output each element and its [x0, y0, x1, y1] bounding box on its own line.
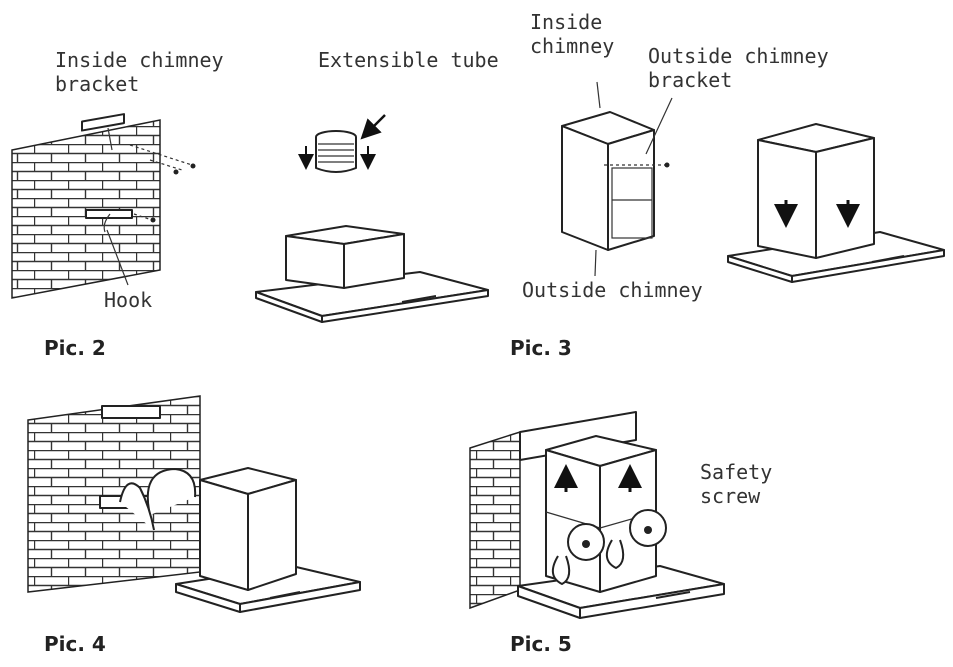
pic5-hood-with-chimney — [517, 435, 725, 619]
caption-pic3: Pic. 3 — [510, 336, 572, 360]
label-hook: Hook — [104, 288, 153, 312]
pic3-chimney-parts — [561, 81, 673, 277]
pic3-hood-with-chimney — [727, 123, 945, 283]
extensible-tube — [298, 114, 386, 173]
label-inside-chimney: Inside chimney — [530, 10, 615, 58]
label-safety-screw: Safety screw — [700, 460, 773, 508]
hook-icon — [85, 209, 156, 233]
pic5-wall — [469, 411, 637, 610]
caption-pic4: Pic. 4 — [44, 632, 106, 656]
caption-pic2: Pic. 2 — [44, 336, 106, 360]
label-outside-chimney-bracket: Outside chimney bracket — [648, 44, 829, 92]
pic4-hood — [175, 467, 361, 613]
inside-chimney-bracket — [81, 113, 125, 132]
label-extensible-tube: Extensible tube — [318, 48, 499, 72]
pic2-wall — [11, 113, 196, 299]
label-outside-chimney: Outside chimney — [522, 278, 703, 302]
pic2-hood — [255, 225, 489, 323]
safety-screw-icon — [551, 509, 667, 585]
pic4-wall — [27, 395, 201, 593]
label-inside-chimney-bracket: Inside chimney bracket — [55, 48, 224, 96]
caption-pic5: Pic. 5 — [510, 632, 572, 656]
